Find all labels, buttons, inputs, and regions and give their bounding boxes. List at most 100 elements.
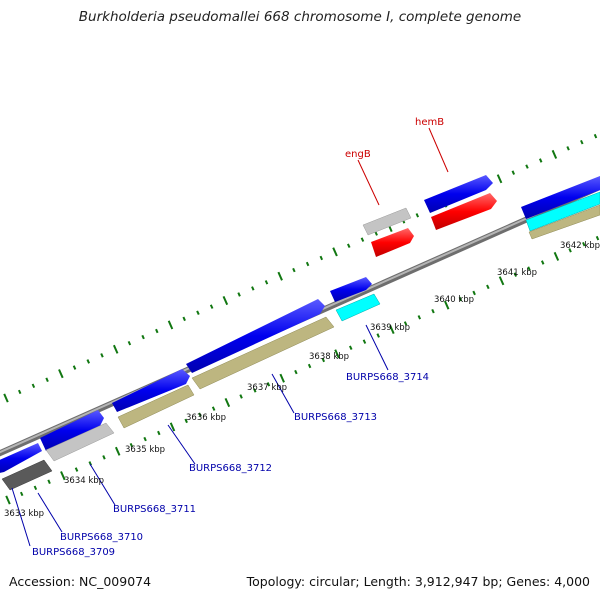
gene-label[interactable]: hemB (415, 117, 444, 128)
tick-mark (266, 382, 271, 387)
tick-mark (305, 261, 310, 267)
tick-mark (251, 286, 255, 291)
gene-feature[interactable] (1, 459, 53, 491)
tick-mark (580, 139, 584, 145)
kbp-label: 3639 kbp (370, 323, 410, 333)
tick-mark (360, 237, 365, 242)
tick-mark (346, 243, 351, 249)
tick-mark (155, 328, 159, 334)
kbp-label: 3642 kbp (560, 241, 600, 251)
gene-feature[interactable] (335, 293, 381, 322)
tick-mark (86, 359, 91, 364)
tick-mark (511, 170, 516, 175)
cds-feature[interactable] (186, 299, 325, 373)
kbp-label: 3634 kbp (64, 476, 104, 486)
tick-mark (184, 418, 188, 424)
tick-mark (167, 320, 174, 330)
gene-label[interactable]: BURPS668_3712 (189, 463, 272, 474)
tick-mark (100, 353, 104, 358)
tick-mark (527, 266, 531, 271)
kbp-label: 3638 kbp (309, 352, 349, 362)
cds-feature[interactable] (0, 443, 42, 474)
map-title: Burkholderia pseudomallei 668 chromosome… (78, 9, 522, 25)
outer-tick-ring (3, 133, 598, 403)
kbp-label: 3640 kbp (434, 295, 474, 305)
cds-feature[interactable] (521, 176, 600, 219)
gene-label[interactable]: engB (345, 149, 371, 160)
tick-mark (72, 365, 77, 370)
gene-feature[interactable] (362, 207, 412, 236)
kbp-label: 3641 kbp (497, 268, 537, 278)
tick-mark (348, 345, 353, 351)
gene-label[interactable]: BURPS668_3714 (346, 372, 429, 383)
cds-feature[interactable] (40, 410, 104, 451)
tick-mark (403, 321, 408, 326)
tick-mark (17, 389, 22, 395)
tick-mark (292, 267, 296, 273)
tick-mark (498, 276, 505, 286)
gene-label[interactable]: BURPS668_3713 (294, 412, 377, 423)
tick-mark (143, 436, 147, 442)
cds-feature[interactable] (112, 369, 190, 412)
kbp-label: 3633 kbp (4, 509, 44, 519)
tick-mark (593, 133, 598, 139)
tick-mark (45, 377, 49, 382)
tick-mark (279, 373, 285, 383)
accession-label: Accession: NC_009074 (9, 574, 152, 589)
gene-feature[interactable] (371, 228, 414, 257)
tick-mark (74, 467, 79, 472)
tick-mark (141, 334, 145, 340)
tick-mark (5, 495, 11, 505)
tick-mark (374, 231, 378, 236)
tick-mark (431, 308, 435, 314)
tick-mark (566, 146, 570, 151)
tick-mark (525, 164, 529, 169)
forward-gene-track (1, 191, 600, 491)
tick-mark (486, 284, 490, 290)
tick-mark (169, 422, 176, 432)
tick-mark (209, 304, 214, 309)
tick-mark (551, 149, 558, 159)
tick-mark (513, 272, 518, 277)
tick-mark (568, 248, 572, 253)
tick-mark (239, 394, 243, 399)
gene-label[interactable]: BURPS668_3709 (32, 547, 115, 558)
cds-feature[interactable] (424, 175, 493, 213)
tick-mark (294, 369, 298, 375)
tick-mark (319, 255, 324, 261)
kbp-label: 3637 kbp (247, 383, 287, 393)
tick-mark (127, 340, 132, 346)
gene-feature[interactable] (528, 204, 600, 240)
cds-feature[interactable] (330, 277, 372, 302)
gene-label[interactable]: BURPS668_3711 (113, 504, 196, 515)
tick-mark (443, 300, 450, 310)
tick-mark (33, 485, 38, 491)
tick-mark (112, 344, 119, 354)
gene-label[interactable]: BURPS668_3710 (60, 532, 143, 543)
kbp-label: 3636 kbp (186, 413, 226, 423)
gene-feature[interactable] (525, 191, 600, 232)
gene-feature[interactable] (45, 422, 115, 462)
tick-mark (129, 442, 134, 448)
tick-mark (60, 471, 66, 481)
gene-feature[interactable] (431, 193, 497, 230)
tick-mark (538, 158, 543, 163)
forward-cds-track (0, 175, 600, 474)
tick-mark (114, 446, 121, 456)
tick-mark (496, 174, 503, 184)
tick-mark (58, 369, 64, 379)
tick-mark (277, 271, 283, 281)
gene-feature[interactable] (117, 384, 195, 429)
tick-mark (31, 383, 36, 389)
topology-label: Topology: circular; Length: 3,912,947 bp… (246, 574, 590, 589)
inner-tick-ring (5, 235, 600, 505)
tick-mark (376, 333, 380, 338)
tick-mark (332, 247, 338, 257)
tick-mark (102, 455, 106, 460)
tick-mark (553, 251, 560, 261)
tick-mark (224, 397, 231, 408)
gene-feature[interactable] (191, 316, 335, 390)
tick-mark (47, 479, 51, 484)
